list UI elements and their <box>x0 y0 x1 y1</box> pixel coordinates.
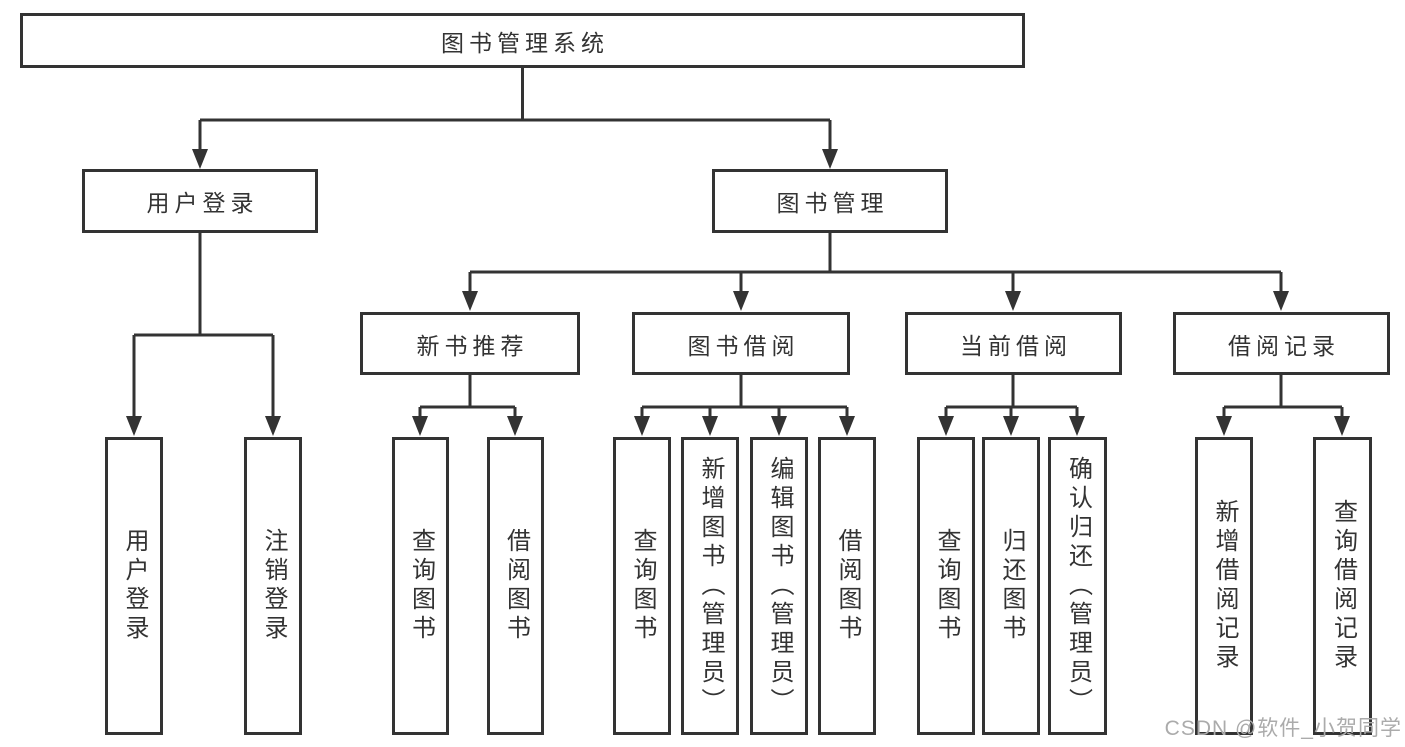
node-book-borrowing: 图书借阅 <box>632 312 850 375</box>
leaf-borrow-books-recommend: 借阅图书 <box>487 437 544 735</box>
leaf-query-books-borrowing: 查询图书 <box>613 437 671 735</box>
node-user-login: 用户登录 <box>82 169 318 233</box>
arrowhead <box>412 416 428 436</box>
arrowhead <box>1005 291 1021 311</box>
arrowhead <box>771 416 787 436</box>
leaf-return-books: 归还图书 <box>982 437 1040 735</box>
arrowhead <box>702 416 718 436</box>
leaf-query-books-current: 查询图书 <box>917 437 975 735</box>
leaf-query-borrow-record: 查询借阅记录 <box>1313 437 1372 735</box>
node-new-book-recommend: 新书推荐 <box>360 312 580 375</box>
leaf-user-login: 用户登录 <box>105 437 163 735</box>
connector-trunk-lines <box>132 68 1344 419</box>
arrowhead <box>822 149 838 169</box>
arrowhead <box>507 416 523 436</box>
leaf-confirm-return-admin: 确认归还（管理员） <box>1048 437 1107 735</box>
arrowhead <box>1069 416 1085 436</box>
leaf-add-books-admin: 新增图书（管理员） <box>681 437 739 735</box>
arrowhead <box>1216 416 1232 436</box>
arrowhead <box>1334 416 1350 436</box>
arrowhead <box>634 416 650 436</box>
leaf-logout: 注销登录 <box>244 437 302 735</box>
leaf-borrow-books-borrowing: 借阅图书 <box>818 437 876 735</box>
arrowheads <box>126 149 1350 436</box>
leaf-query-books-recommend: 查询图书 <box>392 437 449 735</box>
leaf-edit-books-admin: 编辑图书（管理员） <box>750 437 808 735</box>
node-book-management: 图书管理 <box>712 169 948 233</box>
arrowhead <box>126 416 142 436</box>
arrowhead <box>1003 416 1019 436</box>
node-current-borrowing: 当前借阅 <box>905 312 1122 375</box>
arrowhead <box>733 291 749 311</box>
arrowhead <box>192 149 208 169</box>
node-borrowing-records: 借阅记录 <box>1173 312 1390 375</box>
arrowhead <box>265 416 281 436</box>
arrowhead <box>938 416 954 436</box>
csdn-watermark: CSDN @软件_小贺同学 <box>1164 717 1402 740</box>
arrowhead <box>462 291 478 311</box>
arrowhead <box>839 416 855 436</box>
node-root: 图书管理系统 <box>20 13 1025 68</box>
arrowhead <box>1273 291 1289 311</box>
leaf-add-borrow-record: 新增借阅记录 <box>1195 437 1253 735</box>
